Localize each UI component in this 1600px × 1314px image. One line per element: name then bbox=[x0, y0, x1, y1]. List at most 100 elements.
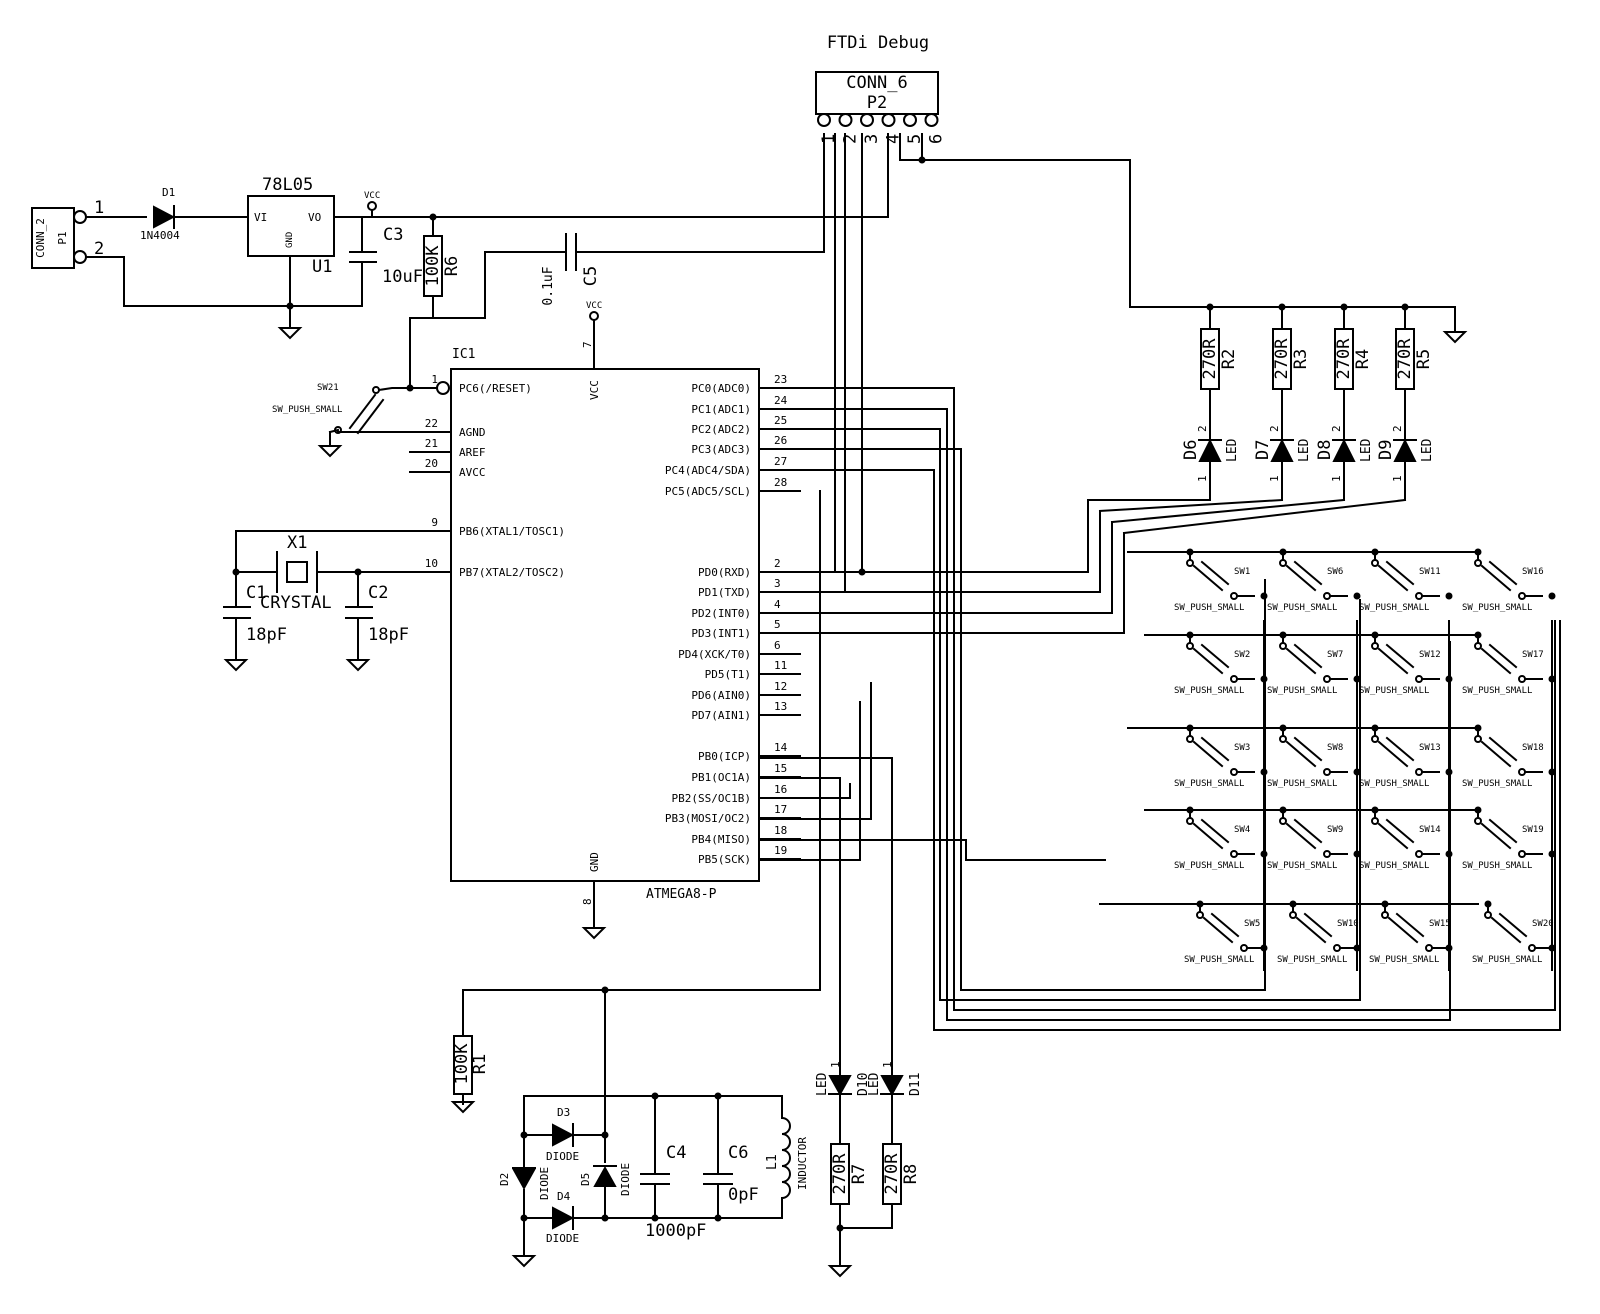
mcu-left-pin-num: 1 bbox=[431, 373, 438, 386]
keypad-switch-value: SW_PUSH_SMALL bbox=[1462, 686, 1532, 696]
status-led-pin1: 1 bbox=[1391, 475, 1404, 482]
keypad-switch-value: SW_PUSH_SMALL bbox=[1174, 861, 1244, 871]
c1-value: 18pF bbox=[246, 625, 287, 645]
mcu-right-pin-num: 27 bbox=[774, 455, 787, 468]
mcu-right-pin-num: 2 bbox=[774, 557, 781, 570]
status-led-ref: D7 bbox=[1253, 440, 1273, 460]
d5-ref: D5 bbox=[579, 1173, 592, 1186]
mcu-right-pin-num: 16 bbox=[774, 783, 787, 796]
keypad-switch-value: SW_PUSH_SMALL bbox=[1359, 779, 1429, 789]
c2-value: 18pF bbox=[368, 625, 409, 645]
diagram-title: FTDi Debug bbox=[827, 33, 929, 53]
receiver-frontend: 100K R1 D2 DIODE D3 DIODE D4 DIODE bbox=[452, 490, 821, 1267]
status-led-ref: D8 bbox=[1315, 440, 1335, 460]
keypad-switch-value: SW_PUSH_SMALL bbox=[1277, 955, 1347, 965]
d11-value: LED bbox=[867, 1072, 882, 1096]
status-led-pin1: 1 bbox=[1330, 475, 1343, 482]
p2-pin-num: 2 bbox=[841, 134, 861, 144]
connector-p1: CONN_2 P1 1 2 bbox=[31, 198, 104, 269]
p2-value: CONN_6 bbox=[846, 73, 907, 93]
p2-pin-3 bbox=[860, 113, 874, 127]
mcu-right-pin-name: PB0(ICP) bbox=[698, 750, 751, 763]
keypad-switch-value: SW_PUSH_SMALL bbox=[1267, 686, 1337, 696]
mcu-left-pin-num: 22 bbox=[425, 417, 438, 430]
mcu-ic1: IC1 ATMEGA8-P VCC 7 VCC 8 GND 1PC6(/RESE… bbox=[409, 301, 1125, 939]
mcu-right-pin-name: PB2(SS/OC1B) bbox=[672, 792, 751, 805]
status-res-value: 270R bbox=[1334, 338, 1354, 380]
d4-value: DIODE bbox=[546, 1232, 579, 1245]
mcu-right-pin-num: 28 bbox=[774, 476, 787, 489]
keypad-switch-value: SW_PUSH_SMALL bbox=[1174, 686, 1244, 696]
p1-value: CONN_2 bbox=[34, 218, 47, 258]
mcu-right-pin-name: PB5(SCK) bbox=[698, 853, 751, 866]
status-res-value: 270R bbox=[1200, 338, 1220, 380]
mcu-right-pin-num: 26 bbox=[774, 434, 787, 447]
u1-ref: U1 bbox=[312, 257, 332, 277]
status-res-value: 270R bbox=[1395, 338, 1415, 380]
keypad-switch-value: SW_PUSH_SMALL bbox=[1267, 603, 1337, 613]
r7-ref: R7 bbox=[849, 1164, 869, 1184]
p1-pin1-num: 1 bbox=[94, 198, 104, 218]
keypad-switch-value: SW_PUSH_SMALL bbox=[1462, 861, 1532, 871]
mcu-left-pin-group: 1PC6(/RESET)22AGND21AREF20AVCC9PB6(XTAL1… bbox=[409, 373, 565, 579]
d10-pin: 1 bbox=[829, 1061, 842, 1068]
keypad-switch-value: SW_PUSH_SMALL bbox=[1174, 779, 1244, 789]
c6-ref: C6 bbox=[728, 1143, 748, 1163]
mcu-right-pin-num: 11 bbox=[774, 659, 787, 672]
mcu-right-pin-name: PB3(MOSI/OC2) bbox=[665, 812, 751, 825]
keypad-switch-ref: SW13 bbox=[1419, 743, 1441, 753]
p1-ref: P1 bbox=[56, 231, 69, 244]
mcu-right-pin-name: PC1(ADC1) bbox=[691, 403, 751, 416]
status-led-value: LED bbox=[1420, 438, 1435, 462]
vcc-label-2: VCC bbox=[586, 301, 602, 311]
r8-value: 270R bbox=[882, 1153, 902, 1195]
x1-value: CRYSTAL bbox=[260, 593, 332, 613]
status-led-value: LED bbox=[1297, 438, 1312, 462]
p2-pin-num: 5 bbox=[905, 134, 925, 144]
c4-ref: C4 bbox=[666, 1143, 686, 1163]
mcu-left-pin-name: PB7(XTAL2/TOSC2) bbox=[459, 566, 565, 579]
output-led-d11: 1 LED D11 270R R8 bbox=[758, 757, 923, 1229]
keypad-switch-ref: SW11 bbox=[1419, 567, 1441, 577]
keypad-switch-value: SW_PUSH_SMALL bbox=[1472, 955, 1542, 965]
mcu-right-pin-num: 14 bbox=[774, 741, 788, 754]
p2-pin-2 bbox=[838, 113, 853, 127]
status-led-ref: D6 bbox=[1181, 440, 1201, 460]
keypad-switch-value: SW_PUSH_SMALL bbox=[1267, 779, 1337, 789]
keypad-switch-ref: SW14 bbox=[1419, 825, 1441, 835]
l1-ref: L1 bbox=[765, 1154, 780, 1170]
c1-ref: C1 bbox=[246, 583, 266, 603]
keypad-switch-ref: SW4 bbox=[1234, 825, 1250, 835]
keypad-switch-ref: SW16 bbox=[1522, 567, 1544, 577]
reset-switch-sw21: SW21 SW_PUSH_SMALL bbox=[272, 383, 421, 457]
capacitor-c5: 0.1uF C5 bbox=[541, 233, 601, 306]
mcu-right-pin-num: 24 bbox=[774, 394, 788, 407]
keypad-switch-ref: SW12 bbox=[1419, 650, 1441, 660]
mcu-right-pin-name: PC5(ADC5/SCL) bbox=[665, 485, 751, 498]
keypad-switch-ref: SW17 bbox=[1522, 650, 1544, 660]
mcu-left-pin-num: 9 bbox=[431, 516, 438, 529]
p2-pin-6 bbox=[924, 113, 939, 127]
keypad-switch-ref: SW1 bbox=[1234, 567, 1250, 577]
d3-ref: D3 bbox=[557, 1106, 570, 1119]
mcu-right-pin-num: 6 bbox=[774, 639, 781, 652]
mcu-right-pin-name: PD4(XCK/T0) bbox=[678, 648, 751, 661]
mcu-right-pin-name: PC4(ADC4/SDA) bbox=[665, 464, 751, 477]
status-led-value: LED bbox=[1359, 438, 1374, 462]
mcu-ref: IC1 bbox=[452, 347, 475, 362]
mcu-bottom-pin-name: GND bbox=[588, 852, 601, 872]
c5-value: 0.1uF bbox=[541, 266, 556, 305]
keypad-switch-ref: SW7 bbox=[1327, 650, 1343, 660]
mcu-left-pin-num: 20 bbox=[425, 457, 438, 470]
keypad-switch-ref: SW15 bbox=[1429, 919, 1451, 929]
